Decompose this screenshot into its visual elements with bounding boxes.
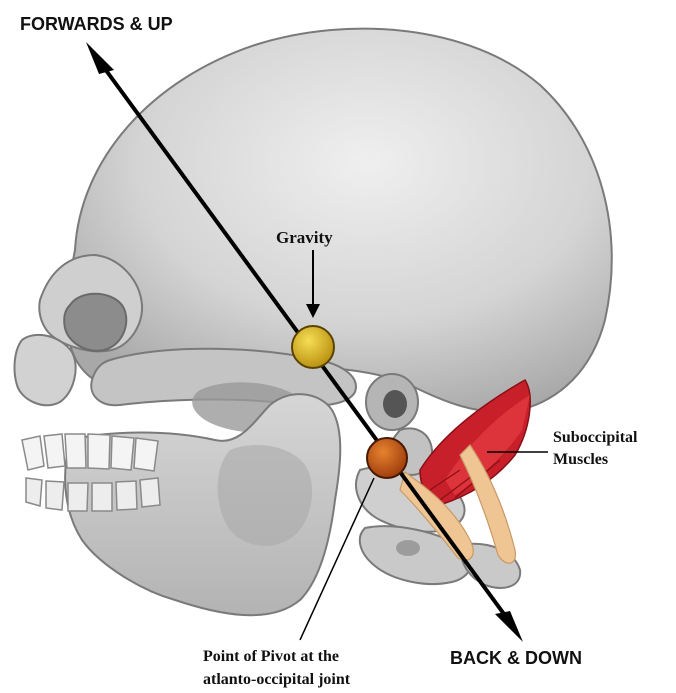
ear-canal <box>366 374 418 430</box>
pivot-label-line1: Point of Pivot at the <box>203 648 339 665</box>
upper-teeth <box>22 434 158 471</box>
forwards-up-label: FORWARDS & UP <box>20 14 173 34</box>
suboccipital-label-line1: Suboccipital <box>553 429 638 446</box>
pivot-label-line2: atlanto-occipital joint <box>203 671 351 688</box>
suboccipital-label-line2: Muscles <box>553 451 608 468</box>
skull-illustration <box>15 29 612 616</box>
pivot-point-dot <box>367 438 407 478</box>
nasal-bone <box>15 335 76 405</box>
gravity-label: Gravity <box>276 228 333 247</box>
arrowhead-down-icon <box>495 611 523 642</box>
eye-socket <box>64 294 126 351</box>
center-of-gravity-dot <box>292 326 334 368</box>
arrowhead-up-icon <box>86 42 114 74</box>
back-down-label: BACK & DOWN <box>450 648 582 668</box>
